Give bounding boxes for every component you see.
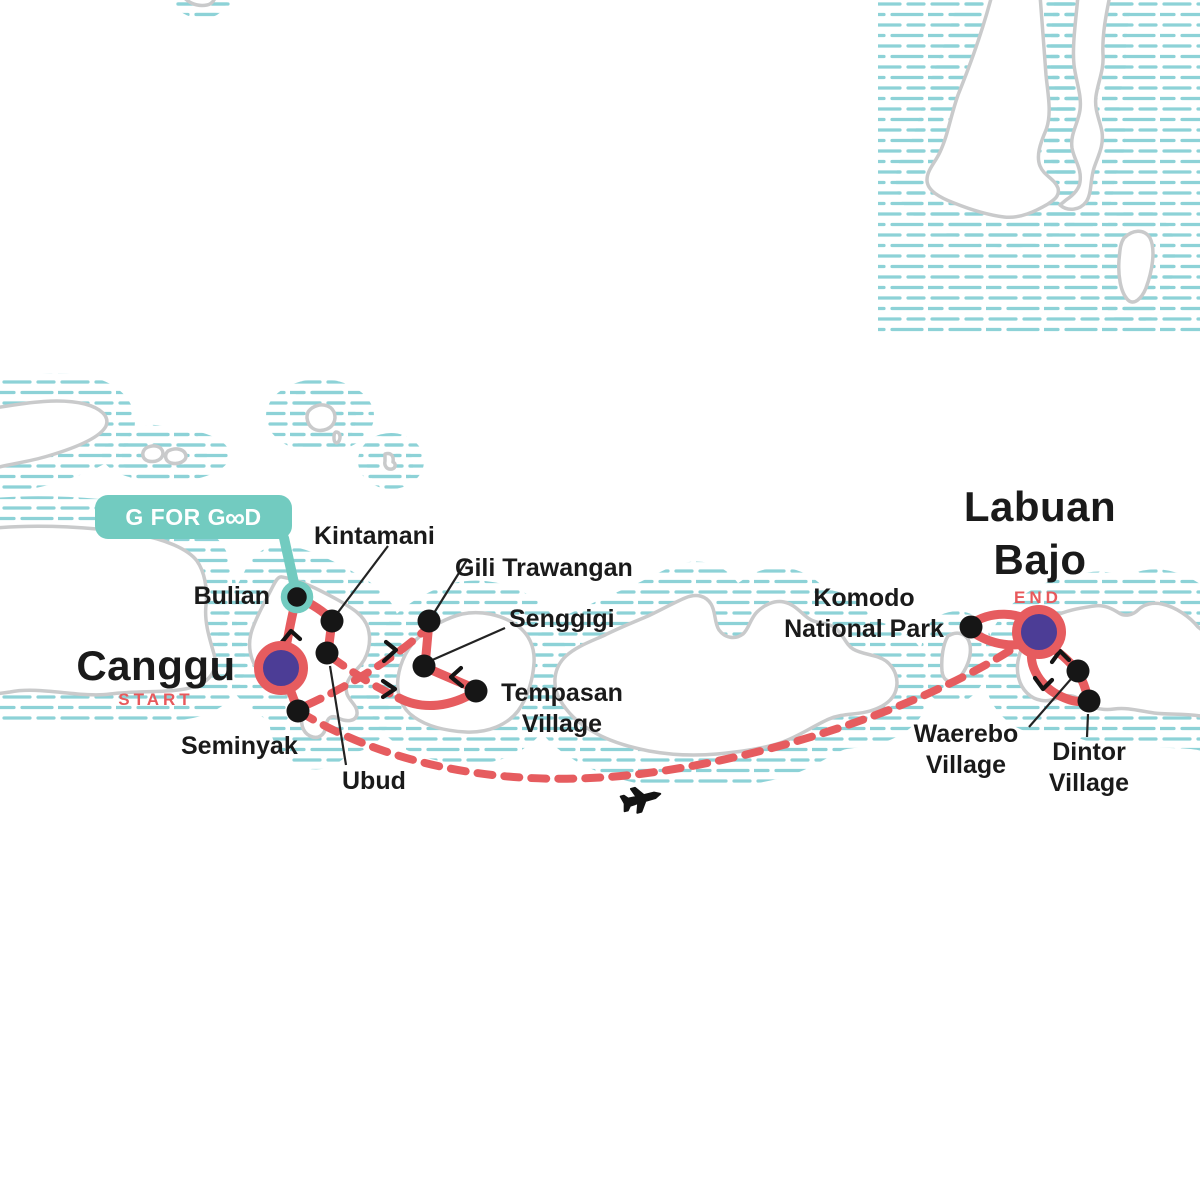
label-dintor-village: Dintor Village xyxy=(1048,738,1130,797)
route-direction-chevrons xyxy=(279,628,1072,700)
islet-kangean-a2 xyxy=(332,430,342,445)
island-coastlines xyxy=(0,0,1200,757)
label-senggigi: Senggigi xyxy=(509,605,615,633)
badge-text-after: D xyxy=(244,503,262,530)
start-marker-canggu xyxy=(254,641,308,695)
end-tag: END xyxy=(1014,588,1062,607)
stop-dot-bulian xyxy=(280,580,314,614)
stop-dot-tempasan xyxy=(464,679,488,703)
label-tempasan-village: Tempasan Village xyxy=(501,679,623,738)
stop-dot-waerebo xyxy=(1066,659,1090,683)
island-sulawesi-west-arm xyxy=(925,0,1061,220)
island-kangean-a xyxy=(305,403,337,433)
stop-dot-dintor xyxy=(1077,689,1101,713)
label-waerebo-village: Waerebo Village xyxy=(913,720,1019,779)
stop-dots xyxy=(254,580,1101,723)
stop-dot-komodo xyxy=(959,615,983,639)
island-sulawesi-east-arm xyxy=(1058,0,1111,211)
start-tag: START xyxy=(118,690,194,709)
end-marker-labuan-bajo xyxy=(1012,605,1066,659)
boat-path-to-gili xyxy=(303,628,427,709)
stop-dot-seminyak xyxy=(286,699,310,723)
label-komodo-national-park: Komodo National Park xyxy=(784,584,944,643)
island-selayar xyxy=(1117,229,1155,304)
label-ubud: Ubud xyxy=(342,767,406,795)
label-gili-trawangan: Gili Trawangan xyxy=(455,554,633,582)
boat-path-from-ubud xyxy=(327,653,403,702)
label-kintamani: Kintamani xyxy=(314,522,435,550)
island-sumbawa xyxy=(553,593,899,757)
island-top-left xyxy=(184,0,216,8)
label-canggu: Canggu xyxy=(76,642,236,689)
stop-dot-ubud xyxy=(315,641,339,665)
flight-path xyxy=(296,636,1030,783)
label-pointer-lines xyxy=(328,545,1090,766)
label-bulian: Bulian xyxy=(193,582,270,610)
stop-dot-gili-trawangan xyxy=(417,609,441,633)
badge-text-before: G FOR G xyxy=(125,503,227,530)
g-for-good-badge: G FOR G∞D xyxy=(95,495,292,539)
route-dashed-segments xyxy=(296,628,1030,783)
airplane-icon xyxy=(619,786,662,814)
island-kangean-b2 xyxy=(163,447,188,466)
islet-sapudi xyxy=(383,451,397,471)
island-kangean-b1 xyxy=(141,444,165,464)
stop-dot-senggigi xyxy=(412,654,436,678)
label-labuan-bajo: Labuan Bajo xyxy=(963,483,1117,583)
stop-dot-kintamani xyxy=(320,609,344,633)
label-seminyak: Seminyak xyxy=(181,732,298,760)
island-madura xyxy=(0,399,109,469)
